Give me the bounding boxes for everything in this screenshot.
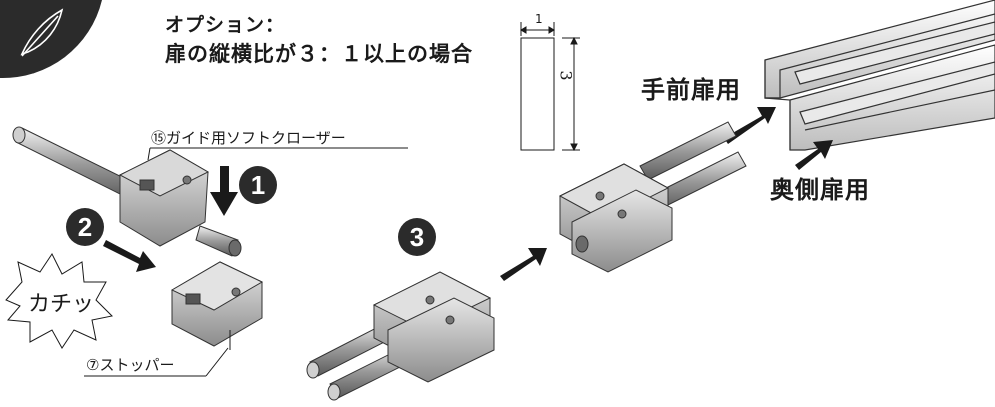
stopper-label: ⑦ストッパー [86, 356, 175, 374]
front-door-label: 手前扉用 [641, 76, 741, 104]
title-line-1: オプション： [165, 14, 286, 36]
feather-badge [0, 0, 102, 79]
step-badge-3: 3 [398, 218, 436, 256]
final-assembly [558, 121, 747, 273]
double-closer-assembly [306, 271, 495, 401]
stopper-part [170, 261, 264, 350]
ratio-height-label: 3 [556, 70, 576, 81]
title-line-2: 扉の縦横比が３：１以上の場合 [165, 42, 473, 66]
door-rails [764, 0, 995, 151]
callout-lines [84, 147, 408, 377]
back-door-label: 奥側扉用 [770, 176, 870, 204]
click-sound-label: カチッ [28, 292, 95, 317]
ratio-width-label: 1 [535, 12, 543, 26]
soft-closer-label: ⑮ガイド用ソフトクローザー [151, 129, 346, 147]
soft-closer-assembly [12, 126, 242, 257]
step-badge-2: 2 [66, 208, 104, 246]
step-badge-1: 1 [239, 166, 277, 204]
click-burst [5, 253, 114, 349]
feather-icon [20, 8, 64, 57]
aspect-ratio-figure [520, 22, 580, 152]
arrow-icon [103, 107, 833, 281]
